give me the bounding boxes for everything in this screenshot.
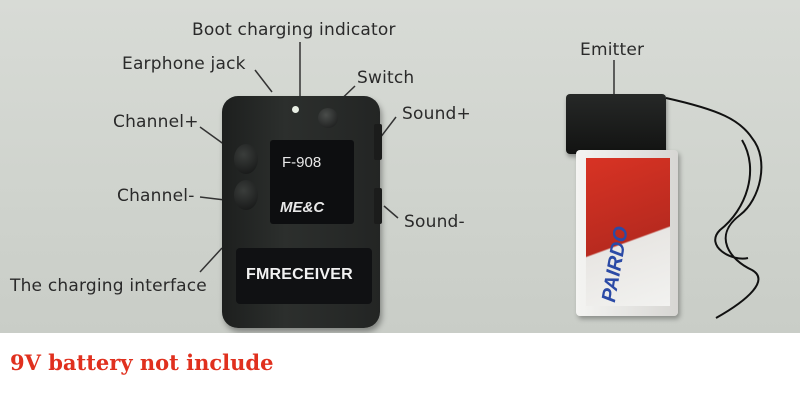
sound-minus-key — [374, 188, 382, 224]
sound-plus-key — [374, 124, 382, 160]
label-sound-plus: Sound+ — [402, 104, 471, 124]
nine-volt-battery: PAIRDO — [576, 150, 678, 316]
model-text: F-908 — [282, 154, 322, 171]
callout-lines — [199, 42, 763, 319]
channel-plus-button — [234, 144, 258, 174]
receiver-text: FMRECEIVER — [246, 266, 353, 283]
label-channel-minus: Channel- — [117, 186, 195, 206]
label-sound-minus: Sound- — [404, 212, 465, 232]
label-earphone-jack: Earphone jack — [122, 54, 246, 74]
label-switch: Switch — [357, 68, 415, 88]
battery-notice: 9V battery not include — [10, 350, 274, 375]
label-channel-plus: Channel+ — [113, 112, 199, 132]
indicator-led — [292, 106, 299, 113]
emitter-box — [566, 94, 666, 154]
fm-receiver-device: F-908 ME&C FMRECEIVER — [222, 96, 382, 328]
battery-label-band — [586, 158, 670, 306]
receiver-panel — [236, 248, 372, 304]
model-panel — [270, 140, 354, 224]
product-photo: Boot charging indicator Earphone jack Sw… — [0, 0, 800, 333]
channel-minus-button — [234, 180, 258, 210]
label-boot-charging-indicator: Boot charging indicator — [192, 20, 396, 40]
label-charging-interface: The charging interface — [10, 276, 207, 296]
switch-knob — [318, 108, 338, 128]
label-emitter: Emitter — [580, 40, 645, 60]
brand-text: ME&C — [280, 199, 325, 216]
